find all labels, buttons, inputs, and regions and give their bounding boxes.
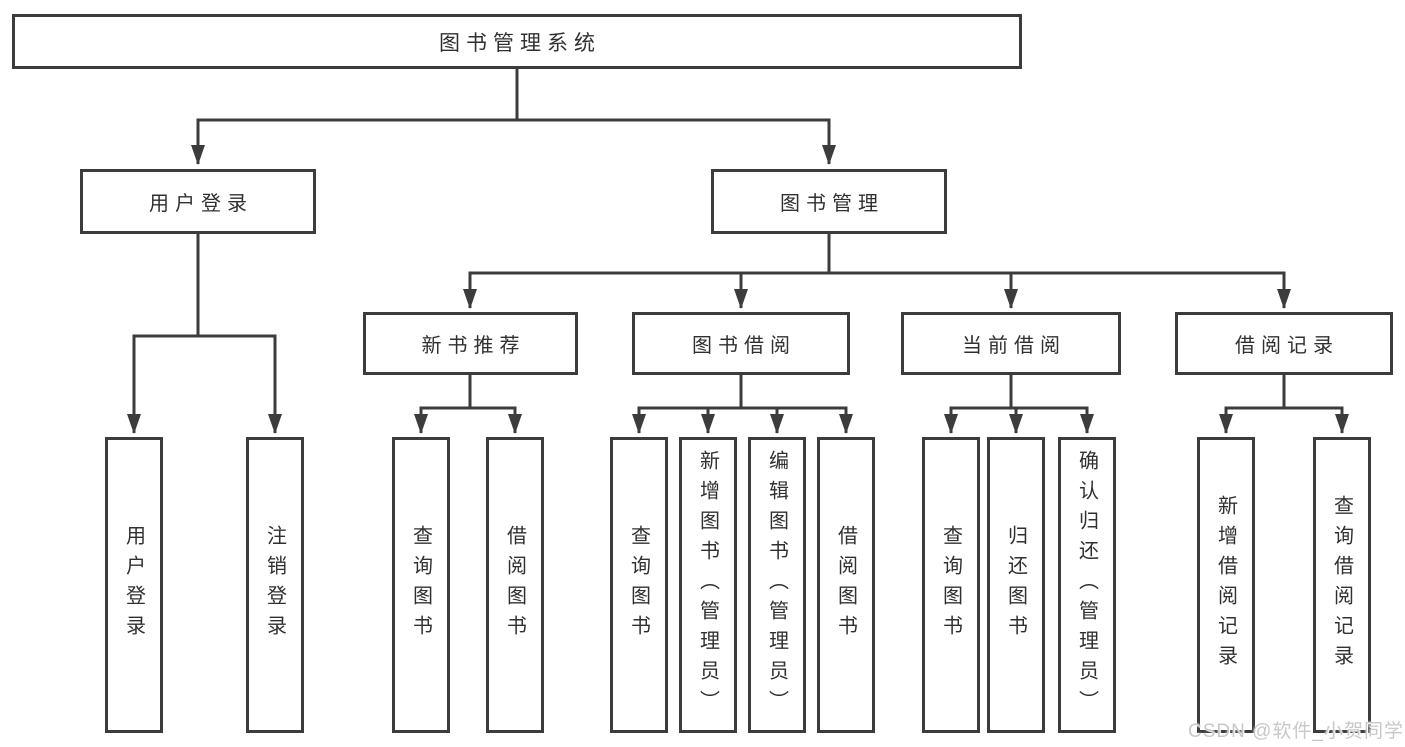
node-borrow-records: 借阅记录 xyxy=(1175,312,1393,375)
node-root: 图书管理系统 xyxy=(12,14,1022,69)
node-user-login: 用户登录 xyxy=(80,169,316,234)
leaf-add-book-admin: 新增图书（管理员） xyxy=(679,437,737,733)
leaf-confirm-return-admin: 确认归还（管理员） xyxy=(1058,437,1116,733)
leaf-query-books-recommend: 查询图书 xyxy=(392,437,450,733)
leaf-query-books-borrow: 查询图书 xyxy=(610,437,668,733)
leaf-user-login: 用户登录 xyxy=(105,437,163,733)
leaf-borrow-books-recommend: 借阅图书 xyxy=(486,437,544,733)
watermark: CSDN @软件_小贺同学 xyxy=(1188,721,1404,742)
leaf-query-books-current: 查询图书 xyxy=(922,437,980,733)
leaf-logout: 注销登录 xyxy=(246,437,304,733)
node-new-book-recommend: 新书推荐 xyxy=(363,312,578,375)
leaf-query-borrow-record: 查询借阅记录 xyxy=(1313,437,1371,733)
leaf-add-borrow-record: 新增借阅记录 xyxy=(1197,437,1255,733)
leaf-borrow-books: 借阅图书 xyxy=(817,437,875,733)
node-book-borrow: 图书借阅 xyxy=(632,312,850,375)
leaf-edit-book-admin: 编辑图书（管理员） xyxy=(748,437,806,733)
node-current-borrow: 当前借阅 xyxy=(901,312,1121,375)
leaf-return-books: 归还图书 xyxy=(987,437,1045,733)
node-book-management: 图书管理 xyxy=(711,169,947,234)
